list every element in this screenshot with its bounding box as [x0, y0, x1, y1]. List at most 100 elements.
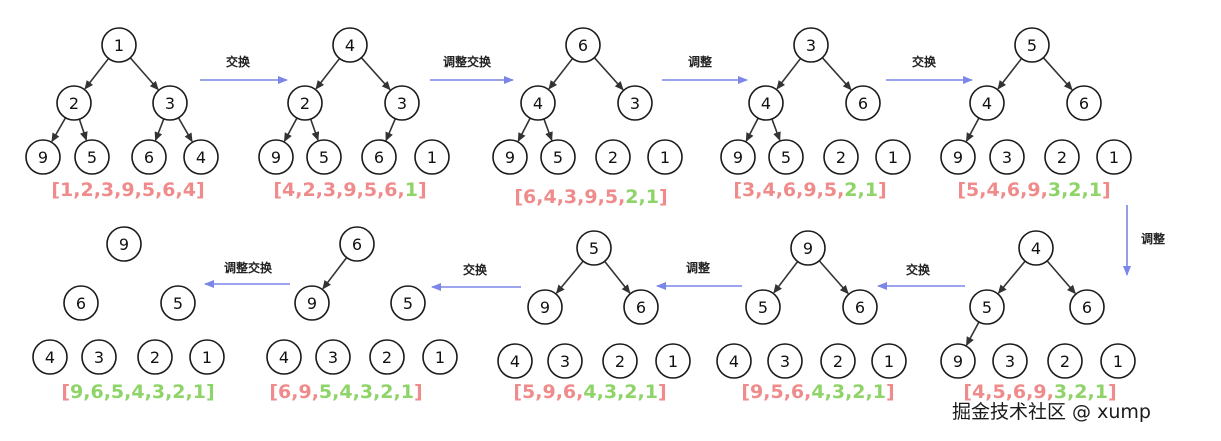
array-comma: , — [763, 381, 770, 403]
tree-edge — [543, 118, 553, 142]
heap-node: 1 — [189, 339, 225, 375]
array-comma: , — [796, 179, 803, 201]
heap-node-circle — [332, 27, 368, 63]
array-comma: , — [316, 179, 323, 201]
heap-node-circle — [137, 339, 173, 375]
array-comma: , — [755, 179, 762, 201]
heap-node: 2 — [602, 343, 638, 379]
heap-node-circle — [768, 139, 804, 175]
array-state: [3,4,6,9,5,2,1] — [733, 179, 886, 201]
heap-node-value: 6 — [855, 298, 865, 317]
array-element: 4 — [543, 186, 556, 208]
heap-node-circle — [875, 139, 911, 175]
array-element: 6 — [162, 179, 175, 201]
array-element: 5 — [824, 179, 837, 201]
heap-node: 4 — [748, 85, 784, 121]
heap-node-value: 4 — [761, 94, 771, 113]
heap-node-circle — [745, 289, 781, 325]
heap-node: 2 — [1047, 343, 1083, 379]
heap-node: 9 — [527, 289, 563, 325]
heap-node: 1 — [875, 139, 911, 175]
heap-node-value: 5 — [982, 298, 992, 317]
array-element: 9 — [584, 186, 597, 208]
array-element: 2 — [380, 381, 393, 403]
array-element: 2 — [302, 179, 315, 201]
heap-node: 5 — [969, 289, 1005, 325]
heap-node-value: 9 — [307, 294, 317, 313]
array-comma: , — [556, 381, 563, 403]
tree-edge — [745, 117, 759, 142]
heap-node: 1 — [871, 343, 907, 379]
array-element: 2 — [844, 179, 857, 201]
heap-node: 2 — [595, 139, 631, 175]
heap-node-circle — [189, 339, 225, 375]
heap-node-value: 3 — [630, 94, 640, 113]
array-comma: , — [135, 179, 142, 201]
heap-node-value: 3 — [780, 352, 790, 371]
heap-node-circle — [1069, 289, 1105, 325]
array-bracket: ] — [418, 179, 427, 201]
array-comma: , — [373, 381, 380, 403]
heap-node-circle — [497, 343, 533, 379]
array-comma: , — [598, 186, 605, 208]
heap-node-value: 3 — [328, 348, 338, 367]
heap-node-value: 4 — [1031, 239, 1041, 258]
heap-node-value: 5 — [1027, 36, 1037, 55]
array-comma: , — [1041, 179, 1048, 201]
array-element: 9 — [298, 381, 311, 403]
heap-node: 2 — [369, 339, 405, 375]
heap-node: 3 — [81, 339, 117, 375]
heap-node: 1 — [101, 27, 137, 63]
array-state: [1,2,3,9,5,6,4] — [51, 179, 204, 201]
heap-node-circle — [565, 27, 601, 63]
tree-edge — [360, 57, 391, 91]
tree-edge — [385, 118, 397, 142]
heap-node: 6 — [1066, 85, 1102, 121]
array-element: 3 — [1048, 179, 1061, 201]
heap-node: 3 — [767, 343, 803, 379]
heap-node-value: 6 — [144, 148, 154, 167]
heap-node-value: 3 — [1002, 148, 1012, 167]
array-bracket: [ — [273, 179, 282, 201]
array-comma: , — [114, 179, 121, 201]
array-element: 2 — [852, 381, 865, 403]
array-element: 6 — [278, 381, 291, 403]
array-element: 4 — [811, 381, 824, 403]
heap-node: 4 — [1018, 230, 1054, 266]
heap-node: 4 — [497, 343, 533, 379]
array-comma: , — [176, 179, 183, 201]
heap-node-value: 9 — [540, 298, 550, 317]
array-element: 9 — [343, 179, 356, 201]
array-comma: , — [597, 381, 604, 403]
array-comma: , — [1088, 381, 1095, 403]
array-element: 2 — [172, 381, 185, 403]
heap-node-circle — [63, 285, 99, 321]
heap-node-value: 1 — [1113, 352, 1123, 371]
tree-edge — [51, 117, 67, 143]
array-element: 4 — [762, 179, 775, 201]
array-element: 3 — [564, 186, 577, 208]
array-element: 5 — [770, 381, 783, 403]
heap-node-value: 3 — [165, 94, 175, 113]
array-comma: , — [979, 179, 986, 201]
heap-node: 5 — [306, 139, 342, 175]
heap-node-value: 5 — [173, 294, 183, 313]
heap-node-circle — [576, 230, 612, 266]
array-comma: , — [73, 179, 80, 201]
heap-node-circle — [823, 139, 859, 175]
heap-node-value: 6 — [636, 298, 646, 317]
array-comma: , — [618, 186, 625, 208]
array-state: [5,4,6,9,3,2,1] — [957, 179, 1110, 201]
tree-edge — [1042, 57, 1073, 91]
array-comma: , — [985, 381, 992, 403]
tree-edge — [603, 260, 631, 294]
heap-node-value: 2 — [608, 148, 618, 167]
heap-node: 6 — [623, 289, 659, 325]
array-comma: , — [576, 381, 583, 403]
heap-node: 2 — [1044, 139, 1080, 175]
heap-node-value: 5 — [589, 239, 599, 258]
tree-edge — [965, 117, 980, 143]
array-bracket: ] — [1108, 381, 1117, 403]
heap-node-value: 9 — [505, 148, 515, 167]
heap-node-value: 5 — [781, 148, 791, 167]
